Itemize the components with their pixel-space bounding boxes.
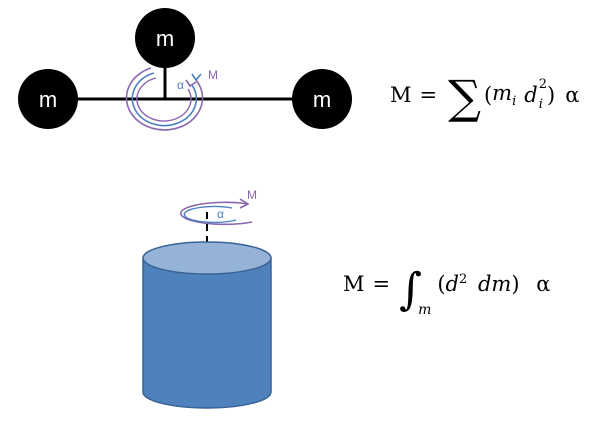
eq1-distance-superscript: 2: [538, 76, 547, 92]
eq1-close-paren: ): [547, 83, 556, 107]
eq2-dm: dm: [477, 272, 512, 296]
mass-right: m: [292, 69, 352, 129]
rotation-arrow-cylinder: [180, 198, 253, 226]
mass-top-label: m: [156, 26, 174, 51]
mass-right-label: m: [313, 87, 331, 112]
moment-label-top: M: [208, 68, 218, 82]
mass-left: m: [18, 69, 78, 129]
moment-label-cylinder: M: [247, 188, 257, 202]
integral-symbol: ∫: [399, 264, 423, 315]
mass-top: m: [135, 8, 195, 68]
eq1-mass-symbol: m: [492, 80, 513, 105]
mass-left-label: m: [39, 87, 57, 112]
sum-symbol: ∑: [448, 70, 481, 124]
eq2-lhs: M: [343, 272, 365, 296]
eq1-mass-subscript: i: [512, 94, 517, 110]
eq2-equals: =: [372, 272, 391, 296]
integral-lower-limit: m: [418, 302, 432, 318]
rotation-arrow-top: [125, 67, 204, 131]
eq1-distance-symbol: d: [524, 83, 538, 107]
eq2-close-paren: ): [511, 272, 520, 296]
eq2-distance-symbol: d: [445, 272, 459, 296]
eq1-mass: mi: [492, 81, 516, 109]
alpha-label-cylinder: α: [217, 207, 224, 221]
eq1-distance-subscript: i: [538, 97, 543, 112]
eq2-distance-superscript: 2: [459, 272, 468, 287]
alpha-label-top: α: [177, 78, 184, 92]
eq2-alpha: α: [536, 272, 551, 296]
eq1-distance: d 2 i: [524, 78, 547, 112]
eq1-open-paren: (: [483, 83, 493, 107]
equation-continuous: M = ∫ m (d2 dm) α: [343, 268, 550, 319]
eq1-lhs: M: [390, 83, 412, 107]
eq2-open-paren: (: [437, 272, 446, 296]
eq1-alpha: α: [565, 83, 580, 107]
equation-discrete: M = ∑ ( mi d 2 i ) α: [390, 70, 580, 124]
eq1-equals: =: [419, 83, 438, 107]
cylinder: [142, 241, 272, 409]
eq2-body: (d2 dm) α: [437, 272, 550, 296]
